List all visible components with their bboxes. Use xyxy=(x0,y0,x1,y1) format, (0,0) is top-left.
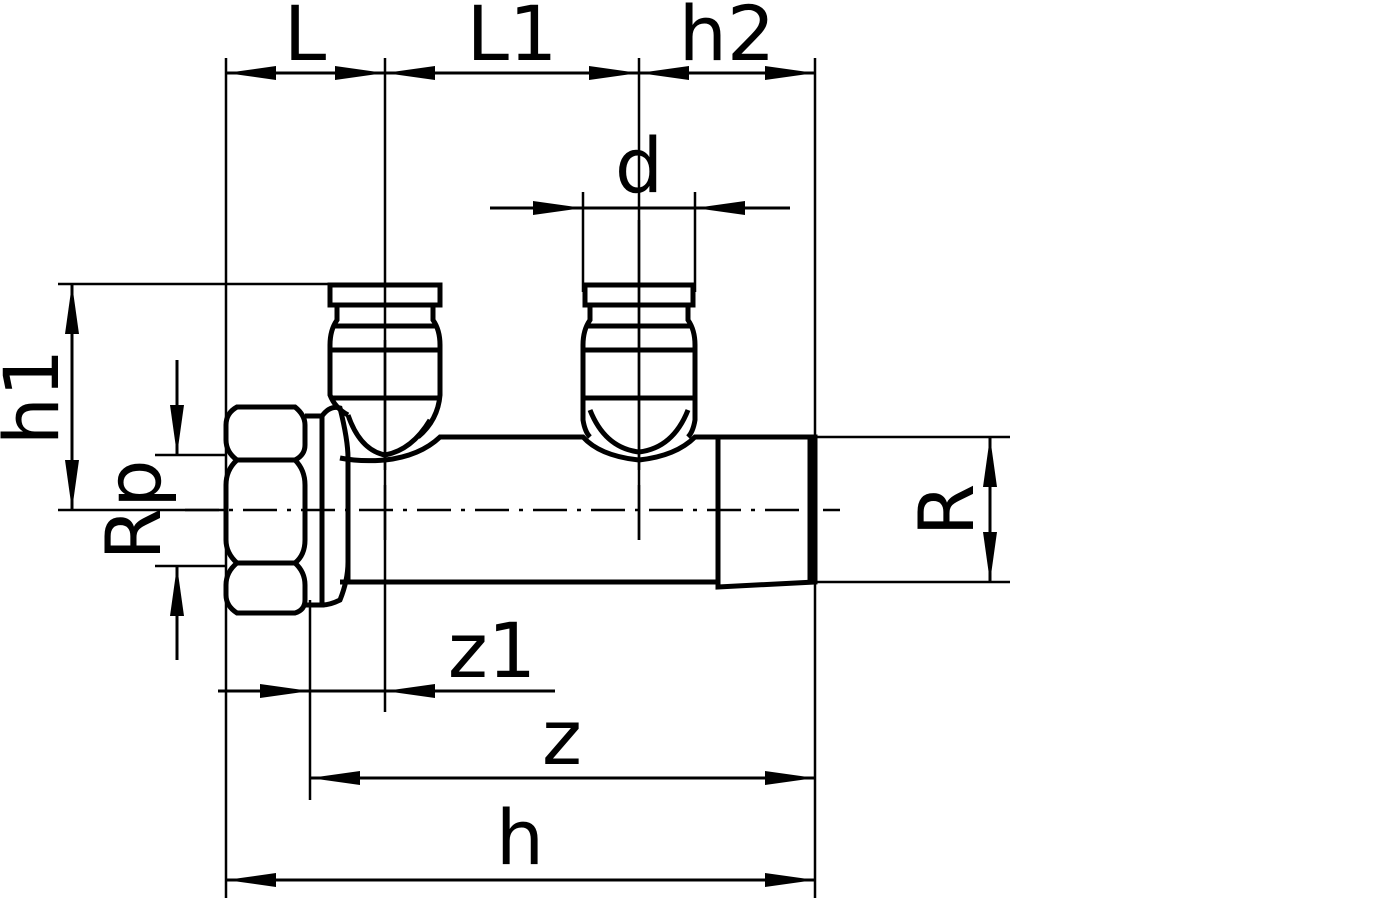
arrow-L1-right xyxy=(589,66,639,80)
dimension-R xyxy=(983,437,997,582)
label-h2: h2 xyxy=(679,0,776,78)
dimension-h xyxy=(226,873,815,887)
label-L: L xyxy=(284,0,326,78)
label-Rp: Rp xyxy=(89,459,178,560)
dimension-z1 xyxy=(218,684,555,698)
label-R: R xyxy=(902,484,991,537)
label-L1: L1 xyxy=(467,0,558,78)
label-h1: h1 xyxy=(0,349,76,446)
fitting-body xyxy=(223,282,818,616)
label-z: z xyxy=(542,693,582,782)
male-thread-end xyxy=(715,434,818,590)
label-h: h xyxy=(496,793,544,882)
arrow-L1-left xyxy=(385,66,435,80)
hex-nut xyxy=(223,404,308,616)
dimension-d xyxy=(490,201,790,215)
center-lines xyxy=(185,220,840,540)
dimension-Rp xyxy=(170,360,184,660)
arrow-h2-left xyxy=(639,66,689,80)
dimension-z xyxy=(310,771,815,785)
label-d: d xyxy=(615,121,663,210)
body-shoulder xyxy=(319,404,351,608)
extension-lines xyxy=(58,58,1010,898)
arrow-L-left xyxy=(226,66,276,80)
label-z1: z1 xyxy=(448,606,536,695)
arrow-L-right xyxy=(335,66,385,80)
dimension-top-chain xyxy=(226,66,815,80)
arrow-h2-right xyxy=(765,66,815,80)
body-top-line xyxy=(339,434,718,464)
dimension-h1 xyxy=(65,284,79,510)
